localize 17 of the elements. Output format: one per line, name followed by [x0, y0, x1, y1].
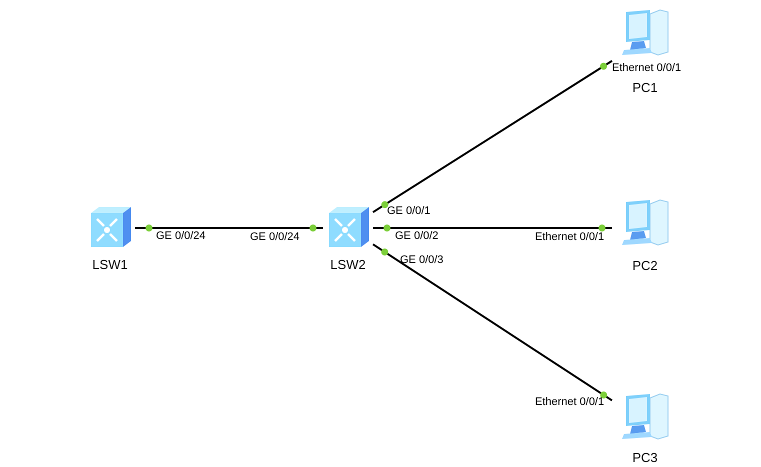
port-label: GE 0/0/2: [395, 230, 438, 242]
port-label: Ethernet 0/0/1: [612, 62, 682, 74]
port-label: GE 0/0/24: [156, 230, 206, 242]
port-label: GE 0/0/24: [250, 231, 300, 243]
device-name: PC2: [632, 258, 658, 274]
port-label: Ethernet 0/0/1: [535, 396, 604, 408]
device-name: LSW2: [330, 257, 366, 273]
device-name: LSW1: [92, 257, 128, 273]
port-label: GE 0/0/3: [400, 254, 444, 266]
network-link: [372, 244, 613, 402]
port-label: GE 0/0/1: [387, 205, 430, 217]
device-name: PC1: [632, 80, 658, 96]
port-label: Ethernet 0/0/1: [535, 231, 604, 243]
network-link: [373, 227, 612, 229]
network-link: [372, 60, 613, 214]
device-name: PC3: [632, 450, 658, 466]
network-link: [135, 227, 323, 229]
